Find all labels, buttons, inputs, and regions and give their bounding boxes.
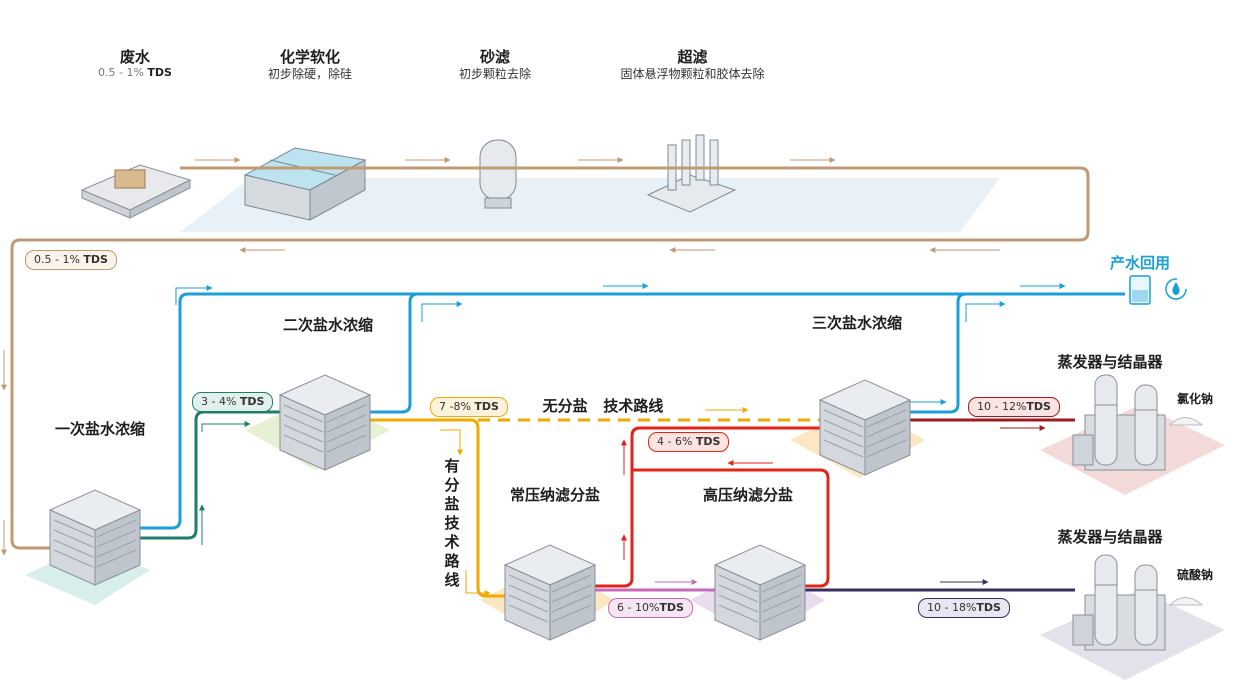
membrane-unit-nf-normal	[504, 544, 596, 641]
sand-filter-label: 砂滤 初步颗粒去除	[440, 48, 550, 82]
wastewater-tank	[80, 164, 192, 219]
evaporator-crystallizer-2	[1072, 554, 1166, 651]
brine1-title: 一次盐水浓缩	[54, 420, 145, 438]
tds-badge-na2so4: 10 - 18%TDS	[918, 598, 1010, 618]
sand-filter-title: 砂滤	[479, 48, 510, 66]
membrane-unit-1	[49, 489, 141, 586]
sand-filter-desc: 初步颗粒去除	[458, 67, 531, 81]
wastewater-title: 废水	[119, 48, 150, 66]
membrane-unit-3	[819, 379, 911, 476]
evaporator-crystallizer-1	[1072, 374, 1166, 471]
tds-badge-nacl-return: 4 - 6% TDS	[648, 432, 730, 452]
uf-label: 超滤 固体悬浮物颗粒和胶体去除	[600, 48, 785, 82]
na2so4-label: 硫酸钠	[1176, 568, 1213, 582]
membrane-unit-2	[279, 374, 371, 471]
evap2-title: 蒸发器与结晶器	[1057, 528, 1163, 546]
sand-filter-vessel	[479, 139, 517, 209]
wastewater-tds: 0.5 - 1% TDS	[98, 66, 172, 79]
nacl-label: 氯化钠	[1176, 392, 1213, 406]
tds-badge-nacl-evap: 10 - 12%TDS	[968, 397, 1060, 417]
product-water-label: 产水回用	[1109, 254, 1170, 272]
wastewater-label: 废水 0.5 - 1% TDS	[95, 48, 175, 79]
tds-badge-brine1: 3 - 4% TDS	[192, 392, 274, 412]
softening-label: 化学软化 初步除硬，除硅	[245, 48, 375, 82]
brine3-title: 三次盐水浓缩	[811, 314, 902, 332]
na2so4-salt-pile	[1168, 597, 1204, 606]
salt-split-route-label: 有分盐技术路线	[444, 457, 460, 589]
no-salt-route-label: 无分盐 技术路线	[542, 397, 664, 415]
softening-desc: 初步除硬，除硅	[267, 67, 352, 81]
tds-badge-brine2: 7 -8% TDS	[430, 397, 508, 417]
water-beaker-icon	[1129, 275, 1151, 305]
uf-desc: 固体悬浮物颗粒和胶体去除	[620, 67, 765, 81]
tds-badge-nf: 6 - 10%TDS	[608, 598, 693, 618]
evap1-title: 蒸发器与结晶器	[1057, 353, 1163, 371]
nf-normal-title: 常压纳滤分盐	[509, 486, 600, 504]
nacl-salt-pile	[1168, 417, 1204, 426]
brine2-title: 二次盐水浓缩	[282, 316, 373, 334]
tds-badge-feed: 0.5 - 1% TDS	[25, 250, 117, 270]
softening-title: 化学软化	[279, 48, 340, 66]
recycle-water-drop-icon	[1165, 278, 1187, 300]
membrane-unit-nf-high	[714, 544, 806, 641]
uf-title: 超滤	[677, 48, 708, 66]
nf-high-title: 高压纳滤分盐	[702, 486, 793, 504]
